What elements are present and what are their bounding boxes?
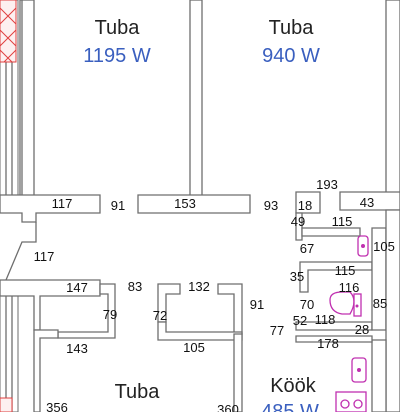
right-service-walls xyxy=(295,209,400,412)
room-name-1: Tuba xyxy=(95,17,141,39)
dimension-label: 35 xyxy=(290,269,304,284)
upper-walls xyxy=(19,0,400,199)
dimension-label: 178 xyxy=(317,336,339,351)
dimension-label: 85 xyxy=(373,296,387,311)
dimension-label: 115 xyxy=(332,214,353,229)
sink-icon xyxy=(351,357,367,383)
dimension-label: 52 xyxy=(293,313,307,328)
dimension-label: 105 xyxy=(183,340,205,355)
room-name-2: Tuba xyxy=(269,17,315,39)
dimension-label: 70 xyxy=(300,297,314,312)
dimension-label: 143 xyxy=(66,341,88,356)
dimension-label: 193 xyxy=(316,177,338,192)
dimension-label: 147 xyxy=(66,280,88,295)
dimension-label: 72 xyxy=(153,308,167,323)
dimension-label: 91 xyxy=(111,198,125,213)
left-edge-strip xyxy=(0,0,19,412)
dimension-label: 77 xyxy=(270,323,284,338)
dimension-label: 115 xyxy=(335,263,356,278)
dimension-label: 49 xyxy=(291,214,305,229)
room-power-4: 485 W xyxy=(261,401,319,412)
room-power-1: 1195 W xyxy=(83,45,151,67)
washbasin-icon xyxy=(357,235,369,257)
dimension-label: 153 xyxy=(174,196,196,211)
toilet-icon xyxy=(329,291,362,317)
dimension-label: 67 xyxy=(300,241,314,256)
dimension-label: 117 xyxy=(52,196,73,211)
room-name-3: Tuba xyxy=(115,381,161,403)
room-name-4: Köök xyxy=(270,375,317,397)
dimension-label: 79 xyxy=(103,307,117,322)
dimension-label: 105 xyxy=(373,239,395,254)
dimension-label: 117 xyxy=(34,249,55,264)
dimension-label: 43 xyxy=(360,195,374,210)
dimension-label: 18 xyxy=(298,198,312,213)
middle-wall-row xyxy=(0,191,400,223)
dimension-label: 28 xyxy=(355,322,369,337)
room-power-2: 940 W xyxy=(262,45,320,67)
dimension-label: 93 xyxy=(264,198,278,213)
dimension-label: 83 xyxy=(128,279,142,294)
dimension-label: 360 xyxy=(217,402,239,412)
dimension-label: 118 xyxy=(315,312,336,327)
dimension-label: 116 xyxy=(339,280,360,295)
stove-icon xyxy=(335,391,367,412)
lower-left-walls xyxy=(33,283,243,412)
dimension-label: 91 xyxy=(250,297,264,312)
dimension-label: 132 xyxy=(188,279,210,294)
dimension-label: 356 xyxy=(46,400,68,412)
